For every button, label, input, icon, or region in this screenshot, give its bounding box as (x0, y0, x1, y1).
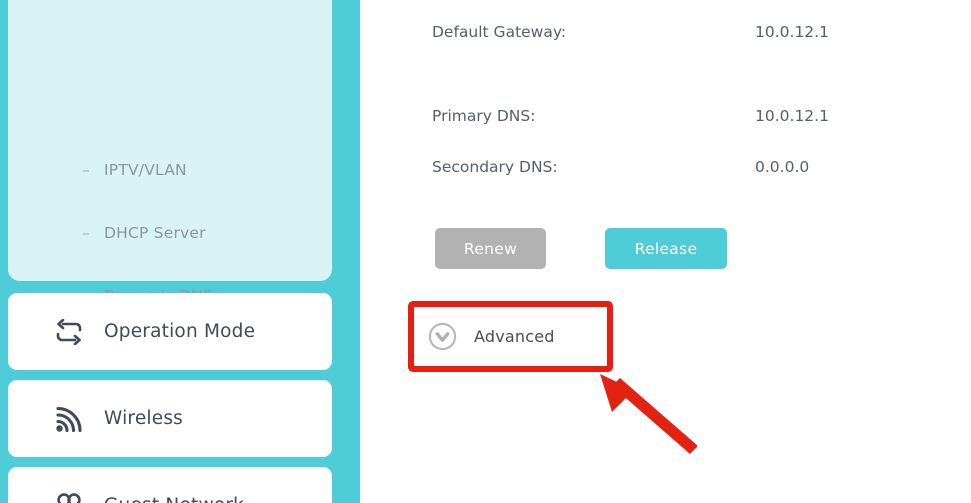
sidebar-submenu-label: IPTV/VLAN (104, 161, 187, 179)
guest-network-users-icon (52, 489, 86, 503)
dash-bullet-icon: – (82, 161, 90, 179)
info-row-default-gateway: Default Gateway: 10.0.12.1 (360, 21, 971, 43)
advanced-label: Advanced (474, 326, 555, 346)
sidebar-submenu-label: DHCP Server (104, 224, 206, 242)
sidebar-submenu-item-iptv-vlan[interactable]: – IPTV/VLAN (8, 155, 332, 185)
advanced-toggle[interactable]: Advanced (428, 315, 555, 357)
info-value: 10.0.12.1 (755, 107, 829, 125)
sidebar-item-guest-network[interactable]: Guest Network (8, 467, 332, 503)
sidebar-item-wireless[interactable]: Wireless (8, 380, 332, 457)
sidebar-item-operation-mode[interactable]: Operation Mode (8, 293, 332, 370)
sidebar-item-label: Guest Network (104, 495, 244, 503)
release-button[interactable]: Release (605, 228, 727, 269)
chevron-down-circle-icon (428, 322, 457, 351)
info-value: 10.0.12.1 (755, 23, 829, 41)
sidebar-submenu-panel: – IPTV/VLAN – DHCP Server – Dynamic DNS … (8, 0, 332, 368)
info-value: 0.0.0.0 (755, 158, 810, 176)
renew-button[interactable]: Renew (435, 228, 546, 269)
operation-mode-icon (52, 315, 86, 349)
info-label: Primary DNS: (432, 107, 536, 125)
sidebar-item-label: Wireless (104, 408, 184, 429)
sidebar-item-label: Operation Mode (104, 321, 256, 342)
sidebar: – IPTV/VLAN – DHCP Server – Dynamic DNS … (0, 0, 360, 503)
info-row-secondary-dns: Secondary DNS: 0.0.0.0 (360, 156, 971, 178)
info-label: Secondary DNS: (432, 158, 558, 176)
info-label: Default Gateway: (432, 23, 567, 41)
content-pane: Default Gateway: 10.0.12.1 Primary DNS: … (360, 0, 971, 503)
dash-bullet-icon: – (82, 224, 90, 242)
wireless-signal-icon (52, 402, 86, 436)
info-row-primary-dns: Primary DNS: 10.0.12.1 (360, 105, 971, 127)
sidebar-submenu-item-dhcp-server[interactable]: – DHCP Server (8, 218, 332, 248)
